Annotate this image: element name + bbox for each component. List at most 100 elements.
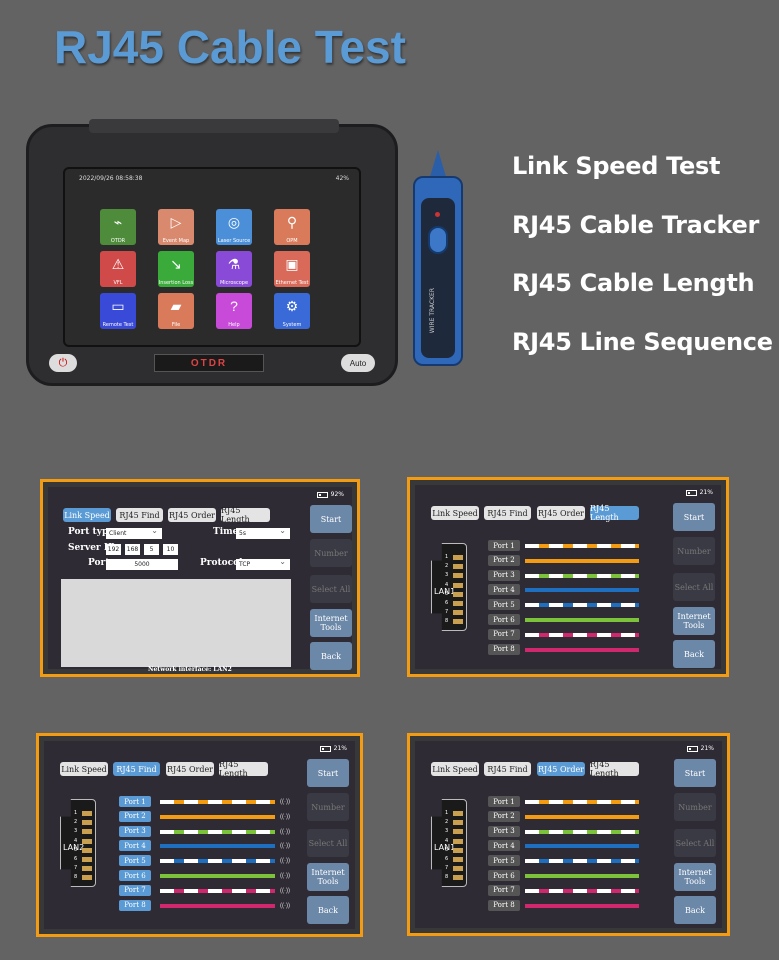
wire-line: [525, 603, 639, 608]
power-button[interactable]: ⏻: [49, 354, 77, 372]
app-tile[interactable]: ▣Ethernet Test: [274, 251, 310, 287]
port-label[interactable]: Port 1: [488, 540, 520, 551]
port-label[interactable]: Port 2: [488, 810, 520, 822]
tab-rj45-find[interactable]: RJ45 Find: [113, 762, 160, 776]
port-label[interactable]: Port 1: [119, 796, 151, 807]
port-label[interactable]: Port 4: [488, 584, 520, 596]
start-button[interactable]: Start: [674, 759, 716, 787]
wire-line: [160, 814, 275, 819]
app-tile[interactable]: ◎Laser Source: [216, 209, 252, 245]
port-type-select[interactable]: Client: [106, 526, 162, 539]
signal-icon: ((·)): [280, 828, 290, 835]
port-label[interactable]: Port 3: [488, 569, 520, 581]
pin-number: 2: [445, 819, 449, 826]
tab-rj45-order[interactable]: RJ45 Order: [537, 506, 585, 520]
tab-link-speed[interactable]: Link Speed: [63, 508, 111, 522]
rj45-pin: [453, 573, 463, 579]
ip-octet-4[interactable]: 10: [163, 544, 178, 555]
tab-link-speed[interactable]: Link Speed: [431, 762, 479, 776]
port-label[interactable]: Port 8: [119, 899, 151, 911]
port-label[interactable]: Port 6: [488, 870, 520, 881]
tab-rj45-order[interactable]: RJ45 Order: [537, 762, 585, 776]
wire-line: [525, 573, 639, 578]
chart-icon: ⌁: [113, 214, 123, 230]
start-button[interactable]: Start: [307, 759, 349, 787]
tab-rj45-order[interactable]: RJ45 Order: [168, 508, 216, 522]
port-label[interactable]: Port 6: [488, 614, 520, 625]
internet-tools-button[interactable]: Internet Tools: [307, 863, 349, 891]
pin-number: 1: [445, 554, 449, 560]
pin-number: 1: [74, 810, 78, 816]
port-label[interactable]: Port 7: [119, 884, 151, 896]
pin-number: 3: [74, 828, 78, 835]
port-input[interactable]: 5000: [106, 559, 178, 570]
tab-rj45-find[interactable]: RJ45 Find: [484, 762, 531, 776]
tab-link-speed[interactable]: Link Speed: [60, 762, 108, 776]
internet-tools-button[interactable]: Internet Tools: [674, 863, 716, 891]
port-label[interactable]: Port 5: [119, 855, 151, 867]
battery-indicator: 21%: [319, 745, 347, 752]
tab-rj45-order[interactable]: RJ45 Order: [166, 762, 214, 776]
tab-rj45-find[interactable]: RJ45 Find: [484, 506, 531, 520]
signal-icon: ((·)): [280, 873, 290, 879]
back-button[interactable]: Back: [674, 896, 716, 924]
auto-button[interactable]: Auto: [341, 354, 375, 372]
battery-icon: [319, 745, 331, 752]
device-datetime: 2022/09/26 08:58:38: [79, 175, 143, 182]
rj45-pin: [453, 564, 463, 570]
port-label[interactable]: Port 2: [488, 554, 520, 566]
port-label[interactable]: Port 4: [488, 840, 520, 852]
tab-link-speed[interactable]: Link Speed: [431, 506, 479, 520]
app-tile[interactable]: ▭Remote Test: [100, 293, 136, 329]
port-label[interactable]: Port 8: [488, 899, 520, 911]
port-label[interactable]: Port 5: [488, 599, 520, 611]
port-label[interactable]: Port 4: [119, 840, 151, 852]
app-tile[interactable]: ⌁ OTDR: [100, 209, 136, 245]
app-label: OTDR: [110, 238, 126, 244]
app-tile[interactable]: ▰File: [158, 293, 194, 329]
app-tile[interactable]: ⚙System: [274, 293, 310, 329]
tab-rj45-length[interactable]: RJ45 Length: [221, 506, 270, 524]
rj45-pin: [453, 847, 463, 853]
ip-octet-2[interactable]: 168: [125, 544, 140, 555]
ip-octet-1[interactable]: 192: [106, 544, 121, 555]
internet-tools-button[interactable]: Internet Tools: [673, 607, 715, 635]
port-label[interactable]: Port 6: [119, 870, 151, 881]
port-label[interactable]: Port 3: [488, 825, 520, 837]
battery-icon: [685, 489, 697, 496]
app-tile[interactable]: ↘Insertion Loss: [158, 251, 194, 287]
app-tile[interactable]: ▷Event Map: [158, 209, 194, 245]
tracker-button[interactable]: [428, 226, 448, 254]
back-button[interactable]: Back: [673, 640, 715, 668]
app-tile[interactable]: ?Help: [216, 293, 252, 329]
back-button[interactable]: Back: [310, 642, 352, 670]
port-label[interactable]: Port 7: [488, 628, 520, 640]
wire-line: [525, 829, 639, 834]
port-label[interactable]: Port 5: [488, 855, 520, 867]
internet-tools-button[interactable]: Internet Tools: [310, 609, 352, 637]
tab-rj45-find[interactable]: RJ45 Find: [116, 508, 163, 522]
port-label[interactable]: Port 3: [119, 825, 151, 837]
protocol-select[interactable]: TCP: [236, 557, 290, 570]
port-label[interactable]: Port 1: [488, 796, 520, 807]
start-button[interactable]: Start: [673, 503, 715, 531]
port-label[interactable]: Port 8: [488, 643, 520, 655]
time-select[interactable]: 5s: [236, 526, 290, 539]
port-label[interactable]: Port 2: [119, 810, 151, 822]
tab-rj45-length[interactable]: RJ45 Length: [590, 760, 639, 778]
tab-rj45-length[interactable]: RJ45 Length: [219, 760, 268, 778]
tab-rj45-length[interactable]: RJ45 Length: [590, 504, 639, 522]
start-button[interactable]: Start: [310, 505, 352, 533]
device-bottom-bar: ⏻ OTDR Auto: [49, 351, 375, 375]
app-tile[interactable]: ⚲OPM: [274, 209, 310, 245]
rj45-pin: [453, 601, 463, 606]
back-button[interactable]: Back: [307, 896, 349, 924]
app-tile[interactable]: ⚗Microscope: [216, 251, 252, 287]
pin-number: 4: [74, 837, 78, 844]
port-label[interactable]: Port 7: [488, 884, 520, 896]
app-label: Remote Test: [102, 322, 134, 328]
wire-line: [525, 632, 639, 637]
ip-octet-3[interactable]: 5: [144, 544, 159, 555]
app-tile[interactable]: ⚠VFL: [100, 251, 136, 287]
